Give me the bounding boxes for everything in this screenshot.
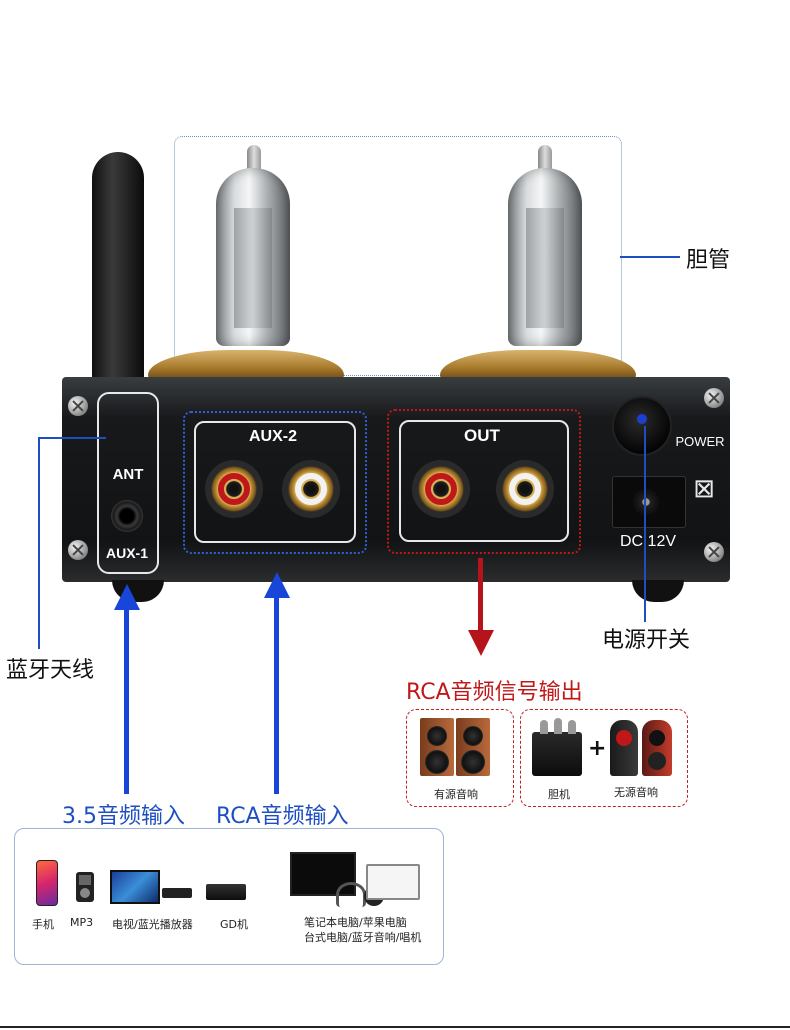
in-35-label: 3.5音频输入	[62, 804, 185, 829]
router-icon	[162, 888, 192, 898]
tube-amp-label: 胆机	[548, 788, 570, 801]
source-label-mp3: MP3	[70, 916, 94, 929]
out-rca-white-jack[interactable]	[496, 460, 554, 518]
speaker-icon	[420, 718, 454, 776]
aux2-group	[194, 421, 356, 543]
out-arrow-icon	[468, 630, 494, 656]
source-label-gd: GD机	[220, 918, 248, 931]
in-rca-label: RCA音频输入	[216, 804, 349, 829]
tube-label: 胆管	[686, 248, 731, 273]
dc-label: DC 12V	[619, 533, 677, 550]
speaker-icon	[456, 718, 490, 776]
tube-tip-left	[247, 145, 261, 171]
tube-tip-right	[538, 145, 552, 171]
tube-socket-left	[148, 350, 344, 380]
mp3-icon	[76, 872, 94, 902]
dc-jack[interactable]	[612, 476, 686, 528]
headphones-icon	[336, 882, 366, 907]
laptop-icon	[366, 864, 420, 900]
source-label-computer-2: 台式电脑/蓝牙音响/唱机	[304, 931, 422, 944]
power-callout-line	[644, 426, 646, 622]
source-label-phone: 手机	[32, 918, 54, 931]
tube-socket-right	[440, 350, 636, 380]
speaker-icon	[642, 720, 672, 776]
plus-icon: +	[588, 736, 607, 761]
aux1-input-arrow-icon	[114, 584, 140, 610]
out-group	[399, 420, 569, 542]
screw-icon	[704, 542, 724, 562]
screw-icon	[68, 396, 88, 416]
vacuum-tube-right	[508, 168, 582, 346]
out-rca-red-jack[interactable]	[412, 460, 470, 518]
aux2-rca-red-jack[interactable]	[205, 460, 263, 518]
source-label-tv: 电视/蓝光播放器	[112, 918, 193, 931]
screw-icon	[704, 388, 724, 408]
ant-label: ANT	[112, 466, 144, 483]
active-speaker-label: 有源音响	[434, 788, 478, 801]
power-dot	[637, 414, 647, 424]
weee-bin-icon: ⊠	[693, 474, 715, 504]
source-devices-box	[14, 828, 444, 965]
passive-speaker-label: 无源音响	[614, 786, 658, 799]
aux2-input-arrow-shaft	[274, 596, 279, 794]
out-arrow-shaft	[478, 558, 483, 632]
aux2-highlight	[183, 411, 367, 554]
out-label: OUT	[464, 426, 500, 445]
active-speaker-card	[406, 709, 514, 807]
speaker-icon	[610, 720, 638, 776]
tv-icon	[110, 870, 160, 904]
foot-right	[632, 580, 684, 602]
aux1-input-arrow-shaft	[124, 608, 129, 794]
antenna-callout-line-v	[38, 437, 40, 649]
gd-player-icon	[206, 884, 246, 900]
vacuum-tube-left	[216, 168, 290, 346]
source-label-computer-1: 笔记本电脑/苹果电脑	[304, 916, 407, 929]
power-switch-label: 电源开关	[602, 628, 691, 653]
tube-callout-line	[620, 256, 680, 258]
ant-aux1-group	[97, 392, 159, 574]
out-highlight	[387, 409, 581, 554]
aux1-label: AUX-1	[105, 545, 148, 561]
rca-out-label: RCA音频信号输出	[406, 680, 583, 705]
power-button[interactable]	[614, 398, 670, 454]
phone-icon	[36, 860, 58, 906]
aux2-label: AUX-2	[248, 428, 297, 445]
screw-icon	[68, 540, 88, 560]
antenna-callout-line-h	[38, 437, 106, 439]
bottom-divider	[0, 1026, 790, 1028]
tube-amp-icon	[532, 718, 582, 776]
power-label: POWER	[675, 434, 725, 449]
bt-antenna-label: 蓝牙天线	[6, 658, 95, 683]
tube-amp-speaker-card	[520, 709, 688, 807]
aux2-rca-white-jack[interactable]	[282, 460, 340, 518]
computer-icon	[290, 852, 356, 896]
aux2-input-arrow-icon	[264, 572, 290, 598]
antenna-icon	[92, 152, 144, 412]
aux1-jack[interactable]	[111, 500, 143, 532]
